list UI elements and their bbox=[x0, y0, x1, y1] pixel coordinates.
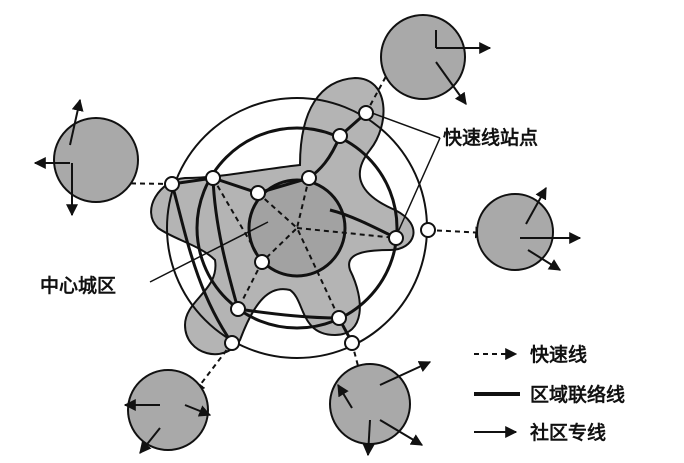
satellite-town-south bbox=[329, 361, 432, 457]
station bbox=[205, 170, 221, 186]
station bbox=[388, 230, 404, 246]
station bbox=[420, 222, 436, 238]
inner-ring-road bbox=[195, 126, 399, 330]
station bbox=[250, 185, 266, 201]
station bbox=[301, 170, 317, 186]
satellite-town-southwest bbox=[123, 369, 212, 454]
legend-item-express: 快速线 bbox=[474, 343, 587, 366]
label-central-city: 中心城区 bbox=[40, 274, 116, 297]
callout-lines bbox=[149, 112, 441, 283]
satellite-town-northeast bbox=[380, 14, 492, 105]
station bbox=[344, 335, 360, 351]
legend-item-community: 社区专线 bbox=[474, 421, 606, 444]
legend-item-regional: 区域联络线 bbox=[474, 383, 625, 406]
station bbox=[254, 254, 270, 270]
station bbox=[164, 176, 180, 192]
satellite-town-west bbox=[33, 98, 139, 217]
station bbox=[331, 310, 347, 326]
satellite-town-east bbox=[476, 186, 582, 271]
legend-label-regional: 区域联络线 bbox=[530, 383, 625, 406]
station bbox=[230, 301, 246, 317]
label-express-stations: 快速线站点 bbox=[443, 126, 538, 149]
station bbox=[358, 105, 374, 121]
station bbox=[332, 128, 348, 144]
legend-label-community: 社区专线 bbox=[529, 421, 606, 444]
legend: 快速线 区域联络线 社区专线 bbox=[474, 343, 625, 444]
station bbox=[224, 335, 240, 351]
legend-label-express: 快速线 bbox=[530, 343, 587, 366]
